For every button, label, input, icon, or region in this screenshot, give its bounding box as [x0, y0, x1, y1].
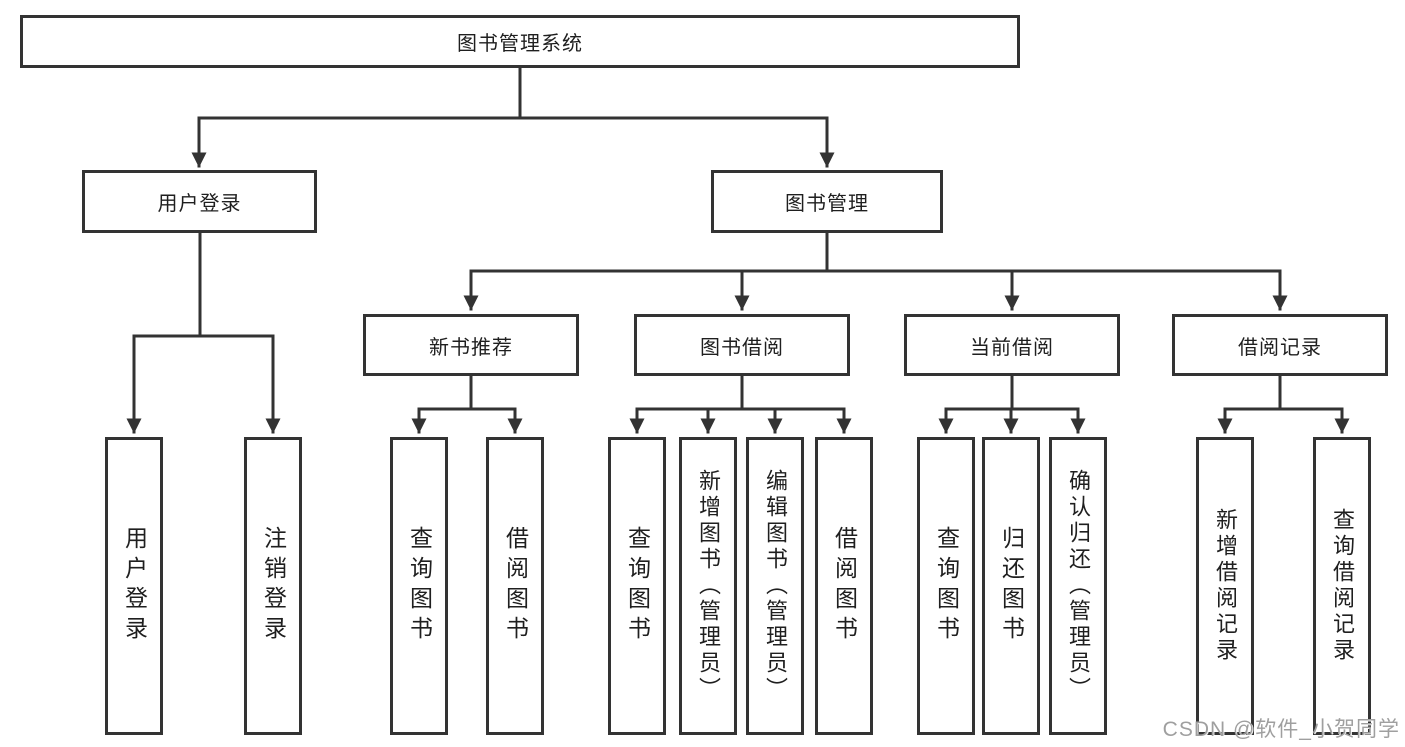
leaf-logout-label: 注销登录	[260, 526, 287, 646]
leaf-query-books-borrow-label: 查询图书	[624, 526, 651, 646]
leaf-borrow-books-borrow-label: 借阅图书	[831, 526, 858, 646]
leaf-add-borrow-record-label: 新增借阅记录	[1213, 508, 1238, 664]
node-current-borrow: 当前借阅	[904, 314, 1120, 376]
leaf-query-books-recommend-label: 查询图书	[406, 526, 433, 646]
node-borrow-records: 借阅记录	[1172, 314, 1388, 376]
leaf-query-books-recommend: 查询图书	[390, 437, 448, 735]
leaf-user-login-label: 用户登录	[121, 526, 148, 646]
leaf-return-book-label: 归还图书	[998, 526, 1025, 646]
leaf-borrow-books-borrow: 借阅图书	[815, 437, 873, 735]
node-user-login-branch: 用户登录	[82, 170, 317, 233]
leaf-confirm-return-admin: 确认归还（管理员）	[1049, 437, 1107, 735]
leaf-add-book-admin: 新增图书（管理员）	[679, 437, 737, 735]
leaf-return-book: 归还图书	[982, 437, 1040, 735]
leaf-query-books-current-label: 查询图书	[933, 526, 960, 646]
leaf-query-borrow-record-label: 查询借阅记录	[1330, 508, 1355, 664]
node-root-system: 图书管理系统	[20, 15, 1020, 68]
node-book-management: 图书管理	[711, 170, 943, 233]
leaf-borrow-books-recommend-label: 借阅图书	[502, 526, 529, 646]
leaf-logout: 注销登录	[244, 437, 302, 735]
leaf-add-book-admin-label: 新增图书（管理员）	[696, 469, 721, 703]
csdn-watermark: CSDN @软件_小贺同学	[1162, 718, 1400, 741]
leaf-edit-book-admin: 编辑图书（管理员）	[746, 437, 804, 735]
leaf-query-borrow-record: 查询借阅记录	[1313, 437, 1371, 735]
leaf-confirm-return-admin-label: 确认归还（管理员）	[1066, 469, 1091, 703]
node-book-borrow: 图书借阅	[634, 314, 850, 376]
node-new-book-recommend: 新书推荐	[363, 314, 579, 376]
leaf-edit-book-admin-label: 编辑图书（管理员）	[763, 469, 788, 703]
leaf-query-books-borrow: 查询图书	[608, 437, 666, 735]
leaf-user-login: 用户登录	[105, 437, 163, 735]
leaf-query-books-current: 查询图书	[917, 437, 975, 735]
leaf-add-borrow-record: 新增借阅记录	[1196, 437, 1254, 735]
leaf-borrow-books-recommend: 借阅图书	[486, 437, 544, 735]
